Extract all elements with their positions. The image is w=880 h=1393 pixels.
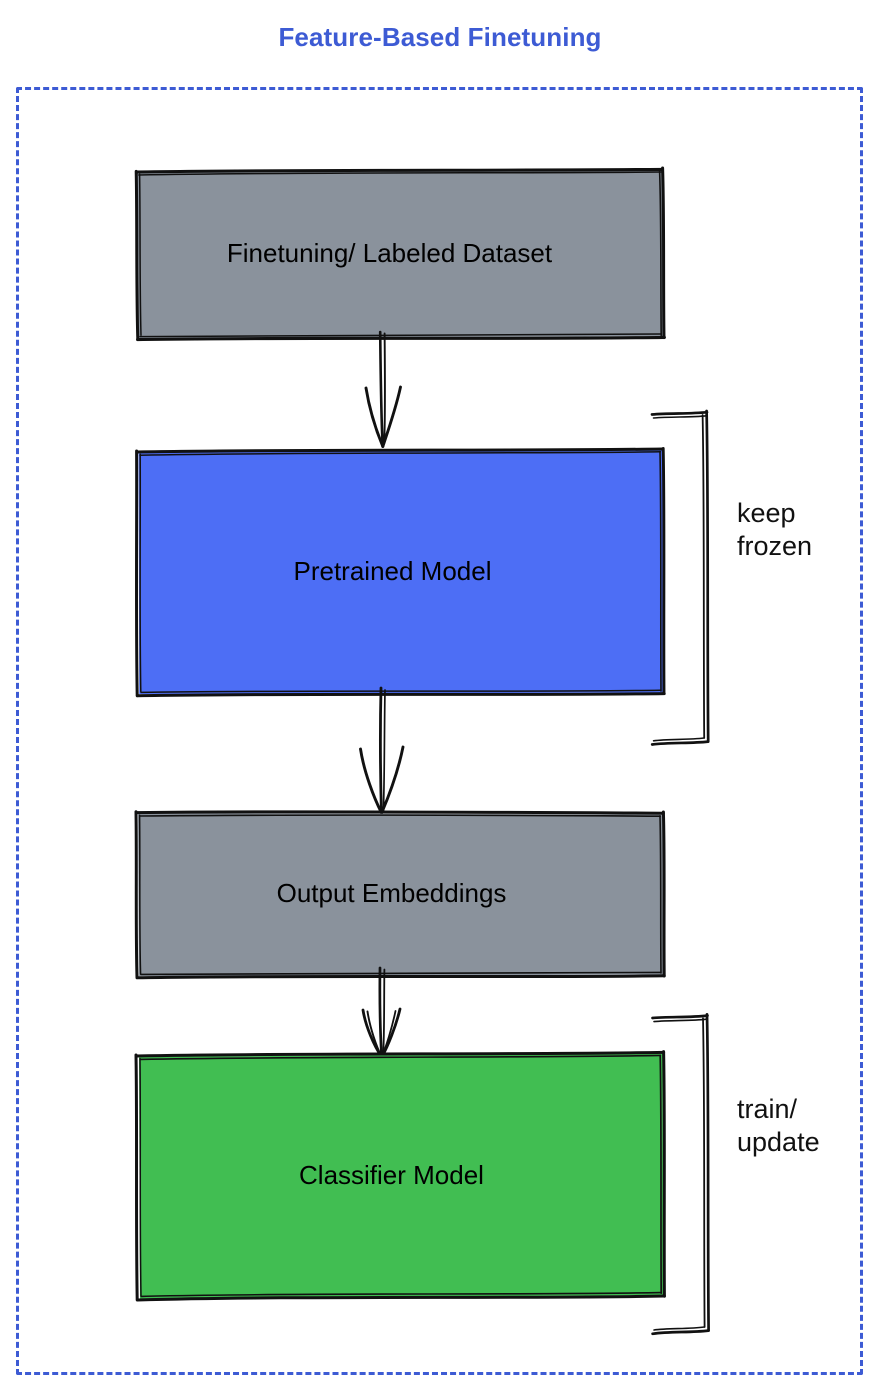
- annotation-train-update: train/ update: [737, 1094, 820, 1157]
- node-output-embeddings[interactable]: Output Embeddings: [134, 810, 666, 980]
- annotation-keep-frozen: keep frozen: [737, 498, 813, 561]
- node-label-dataset: Finetuning/ Labeled Dataset: [226, 238, 553, 269]
- node-label-pretrained: Pretrained Model: [293, 555, 492, 586]
- node-label-classifier: Classifier Model: [299, 1159, 484, 1190]
- page-title: Feature-Based Finetuning: [278, 22, 602, 52]
- node-pretrained-model[interactable]: Pretrained Model: [135, 446, 666, 698]
- node-finetuning-labeled-dataset[interactable]: Finetuning/ Labeled Dataset: [134, 166, 666, 342]
- node-classifier-model[interactable]: Classifier Model: [134, 1050, 666, 1302]
- diagram-frame: [16, 87, 863, 1375]
- node-label-embeddings: Output Embeddings: [276, 877, 507, 908]
